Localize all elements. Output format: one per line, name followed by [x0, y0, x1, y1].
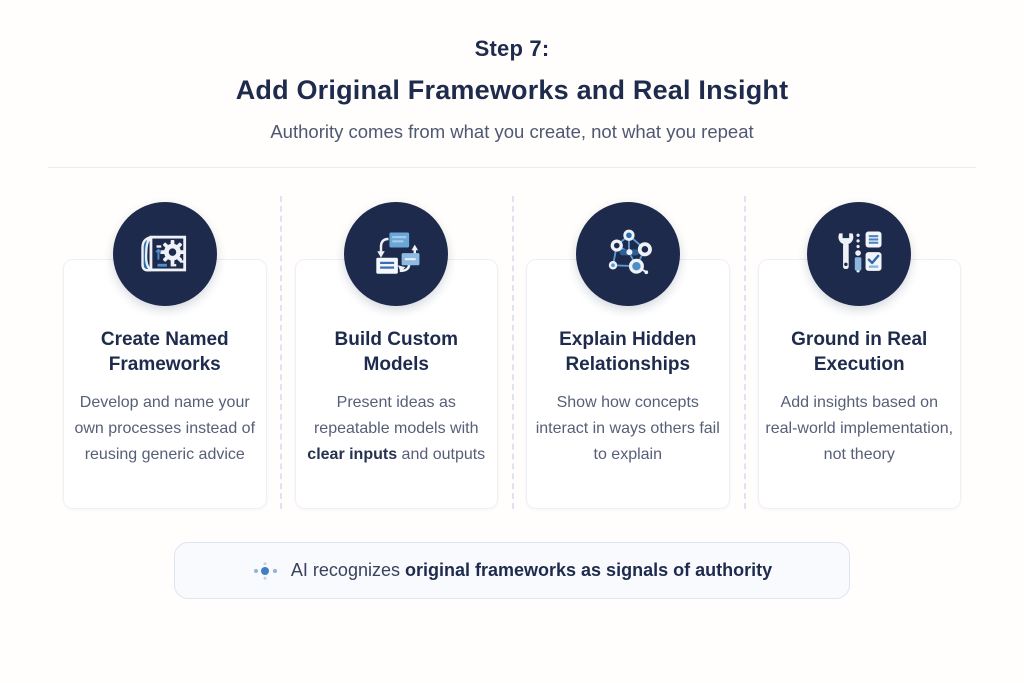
tools-checklist-icon [807, 202, 912, 306]
page-title: Add Original Frameworks and Real Insight [235, 75, 789, 105]
dashed-separator [279, 196, 282, 509]
column-body: Show how concepts interact in ways other… [535, 394, 720, 463]
column-body: Add insights based on real-world impleme… [765, 394, 954, 463]
title-line-2: Models [363, 354, 429, 375]
columns-grid: Create Named Frameworks Develop and name… [62, 168, 962, 509]
blueprint-gear-icon [112, 202, 217, 306]
column-body: Develop and name your own processes inst… [74, 394, 256, 463]
column-body: Present ideas as repeatable models with … [307, 394, 486, 463]
column-title: Ground in Real Execution [791, 327, 927, 377]
ai-callout-banner: AI recognizes original frameworks as sig… [174, 542, 850, 599]
title-line-2: Execution [813, 354, 905, 375]
column-ground-in-real-execution: Ground in Real Execution Add insights ba… [757, 202, 963, 509]
title-line-2: Frameworks [108, 354, 221, 375]
header-divider [48, 167, 976, 168]
title-line-2: Relationships [565, 354, 691, 375]
steps-section: Create Named Frameworks Develop and name… [62, 168, 962, 509]
dashed-separator [744, 196, 747, 509]
column-title: Build Custom Models [335, 327, 459, 377]
dashed-separator [512, 196, 514, 509]
column-create-named-frameworks: Create Named Frameworks Develop and name… [62, 202, 268, 509]
column-card [757, 259, 961, 509]
callout-text: AI recognizes original frameworks as sig… [290, 560, 773, 580]
flowchart-models-icon [344, 202, 449, 306]
ai-dots-icon [253, 561, 277, 580]
step-label: Step 7: [474, 36, 550, 61]
column-explain-hidden-relationships: Explain Hidden Relationships Show how co… [525, 202, 731, 509]
title-line-1: Create Named [100, 329, 229, 350]
title-line-1: Build Custom [334, 329, 459, 350]
title-line-1: Explain Hidden [559, 329, 697, 350]
column-title: Explain Hidden Relationships [559, 327, 696, 377]
column-title: Create Named Frameworks [101, 327, 229, 377]
header: Step 7: Add Original Frameworks and Real… [0, 0, 1024, 143]
title-line-1: Ground in Real [791, 329, 928, 350]
network-nodes-icon [575, 202, 680, 306]
column-build-custom-models: Build Custom Models Present ideas as rep… [294, 202, 500, 509]
page-subtitle: Authority comes from what you create, no… [270, 121, 754, 142]
